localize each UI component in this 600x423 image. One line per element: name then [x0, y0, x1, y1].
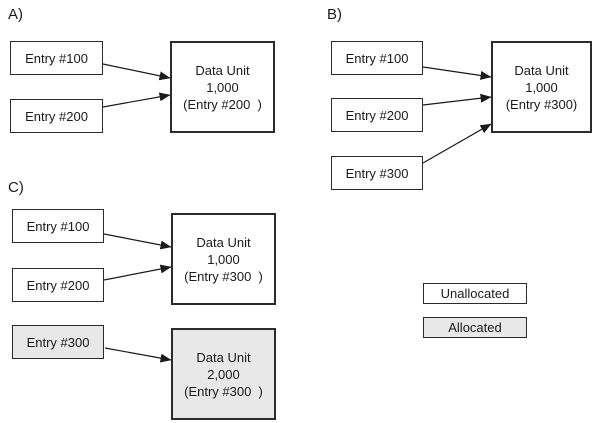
entry-200-box-a: Entry #200 [10, 99, 103, 133]
arrow-c-entry200-to-dataunit1000 [103, 264, 172, 281]
section-a-label: A) [8, 6, 23, 23]
section-c-label: C) [8, 179, 24, 196]
data-unit-1000-box-c: Data Unit 1,000 (Entry #300 ) [171, 213, 276, 305]
legend-allocated-box: Allocated [423, 317, 527, 338]
arrow-b-entry100-to-dataunit [422, 66, 492, 80]
arrow-c-entry100-to-dataunit1000 [103, 233, 172, 250]
arrow-a-entry200-to-dataunit [102, 92, 171, 108]
entry-300-box-c: Entry #300 [12, 325, 104, 359]
arrow-b-entry300-to-dataunit [422, 123, 492, 164]
arrow-c-entry300-to-dataunit2000 [104, 347, 172, 363]
section-b-label: B) [327, 6, 342, 23]
arrow-b-entry200-to-dataunit [422, 93, 492, 106]
entry-200-box-c: Entry #200 [12, 268, 104, 302]
entry-100-box-a: Entry #100 [10, 41, 103, 75]
data-unit-2000-box-c: Data Unit 2,000 (Entry #300 ) [171, 328, 276, 420]
entry-100-box-b: Entry #100 [331, 41, 423, 75]
data-unit-1000-box-a: Data Unit 1,000 (Entry #200 ) [170, 41, 275, 133]
arrow-a-entry100-to-dataunit [102, 63, 171, 81]
data-unit-1000-box-b: Data Unit 1,000 (Entry #300) [491, 41, 592, 133]
legend-unallocated-box: Unallocated [423, 283, 527, 304]
entry-100-box-c: Entry #100 [12, 209, 104, 243]
entry-300-box-b: Entry #300 [331, 156, 423, 190]
entry-200-box-b: Entry #200 [331, 98, 423, 132]
